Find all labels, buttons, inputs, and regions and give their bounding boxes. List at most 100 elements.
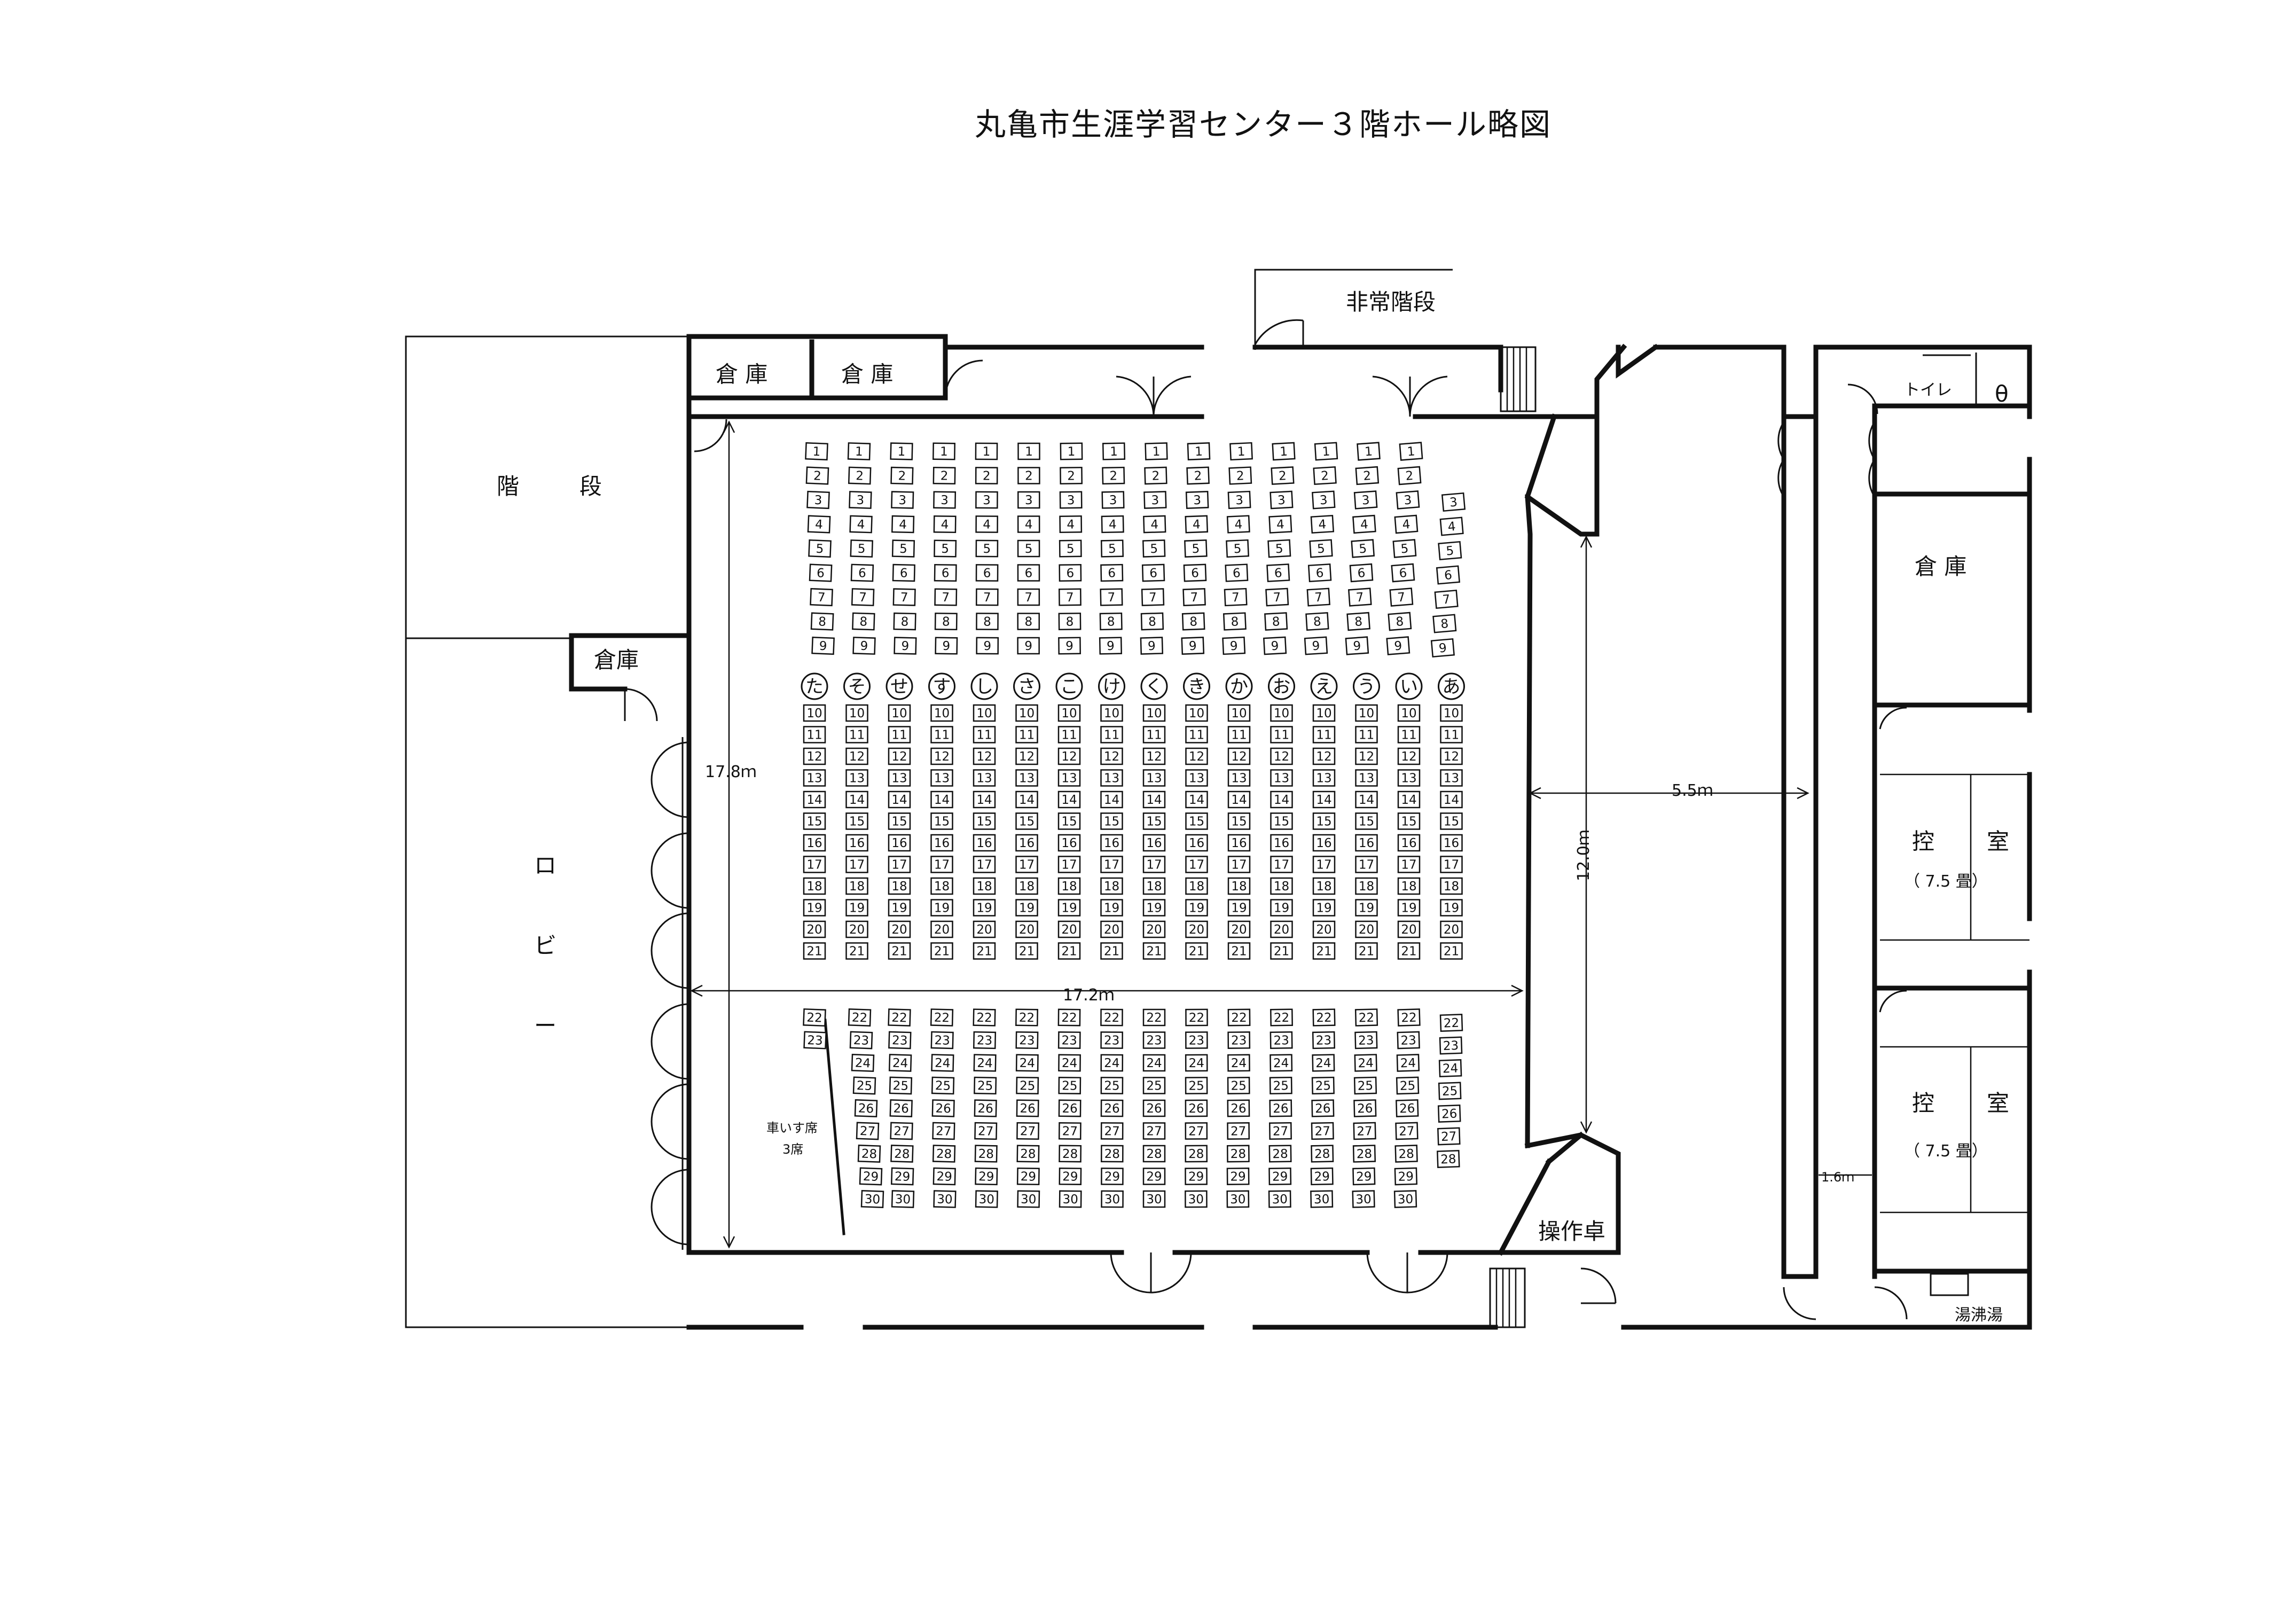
seat: 4 [975,515,998,533]
seat: 12 [1355,747,1378,765]
svg-text:7: 7 [817,591,826,605]
backstage-door [1777,421,1785,497]
svg-text:13: 13 [849,772,865,786]
svg-text:19: 19 [934,902,950,915]
seat: 20 [1440,920,1463,938]
svg-text:6: 6 [1025,566,1033,580]
svg-text:あ: あ [1443,676,1461,698]
seat: 2 [1313,466,1337,485]
seat: 4 [1394,514,1419,534]
seat: 10 [1142,704,1166,722]
svg-text:1: 1 [1068,445,1076,459]
svg-text:22: 22 [976,1011,992,1025]
seat: 11 [1185,726,1208,743]
svg-text:20: 20 [1104,923,1119,937]
svg-text:20: 20 [849,923,865,937]
seat: 12 [1015,747,1038,765]
svg-text:22: 22 [1019,1011,1035,1025]
seat: 6 [1436,565,1461,585]
seat: 29 [859,1167,883,1186]
svg-text:18: 18 [1231,880,1247,894]
svg-text:28: 28 [1104,1147,1120,1161]
seat: 26 [1396,1099,1419,1117]
svg-text:17: 17 [1274,858,1289,872]
seat: 25 [889,1076,913,1095]
svg-text:29: 29 [1356,1170,1372,1184]
svg-text:5: 5 [983,542,991,556]
row-label: そ [843,672,871,700]
svg-text:23: 23 [934,1033,950,1048]
seat: 2 [1102,466,1125,485]
svg-text:8: 8 [1066,615,1074,629]
svg-text:3: 3 [814,494,822,508]
svg-text:19: 19 [1274,902,1289,915]
svg-text:28: 28 [1440,1153,1456,1167]
svg-text:30: 30 [1146,1193,1162,1207]
waiting-room-2-size: （ 7.5 畳） [1904,1142,1988,1161]
seat: 5 [1351,539,1375,558]
svg-text:26: 26 [1020,1102,1036,1116]
svg-text:21: 21 [849,945,865,959]
svg-text:12: 12 [1359,750,1374,764]
svg-text:9: 9 [819,639,827,654]
seat: 26 [889,1099,913,1117]
storage-label-lobby: 倉庫 [594,647,639,673]
svg-text:1: 1 [897,445,905,459]
svg-text:23: 23 [1146,1034,1162,1048]
seat: 18 [1440,877,1463,895]
seat: 12 [930,747,953,765]
svg-text:16: 16 [934,836,950,850]
svg-text:12: 12 [976,750,992,764]
seat: 8 [1305,612,1329,631]
svg-text:9: 9 [1353,639,1361,654]
seat: 9 [1181,636,1205,655]
svg-text:9: 9 [1189,639,1197,654]
seat: 14 [1015,790,1038,809]
svg-text:15: 15 [1019,815,1035,829]
svg-text:20: 20 [806,923,822,937]
seat: 29 [1268,1167,1292,1186]
svg-text:25: 25 [1273,1079,1289,1093]
seat: 2 [1186,466,1210,485]
svg-text:1: 1 [1322,445,1330,459]
svg-text:23: 23 [1316,1033,1332,1048]
svg-text:1: 1 [855,445,863,459]
seat: 21 [1185,942,1208,960]
seat: 29 [1352,1167,1376,1186]
seat: 16 [1185,834,1208,852]
svg-text:7: 7 [1397,590,1406,605]
svg-text:10: 10 [849,707,865,721]
seat: 4 [807,515,831,534]
svg-text:18: 18 [1401,880,1416,894]
seat: 20 [1270,920,1293,938]
svg-text:13: 13 [1019,772,1035,786]
svg-text:14: 14 [1189,793,1204,807]
svg-text:21: 21 [1061,945,1077,959]
svg-text:16: 16 [1401,836,1416,850]
seat: 19 [888,899,911,917]
seat: 3 [975,491,998,509]
seat: 13 [1185,769,1208,787]
svg-text:17: 17 [1146,858,1162,872]
seat: 10 [1312,704,1336,722]
svg-text:3: 3 [1067,494,1075,507]
seat: 27 [890,1122,913,1140]
svg-text:23: 23 [1104,1033,1119,1047]
svg-text:う: う [1358,676,1376,698]
seat: 25 [1396,1076,1420,1095]
svg-text:15: 15 [1359,815,1374,829]
svg-text:2: 2 [1067,469,1075,483]
seat: 19 [1227,899,1251,917]
seat: 30 [1226,1190,1250,1208]
seat: 22 [1015,1008,1038,1027]
svg-text:24: 24 [1189,1056,1204,1070]
svg-text:2: 2 [1025,469,1033,483]
svg-text:20: 20 [1444,923,1459,937]
seat: 15 [973,812,996,830]
svg-text:14: 14 [849,793,865,807]
seat: 21 [930,942,953,960]
hall-door-bottom-left [1110,1252,1192,1294]
svg-text:22: 22 [1104,1011,1119,1025]
seat: 29 [932,1167,956,1186]
svg-text:12: 12 [1231,750,1247,764]
